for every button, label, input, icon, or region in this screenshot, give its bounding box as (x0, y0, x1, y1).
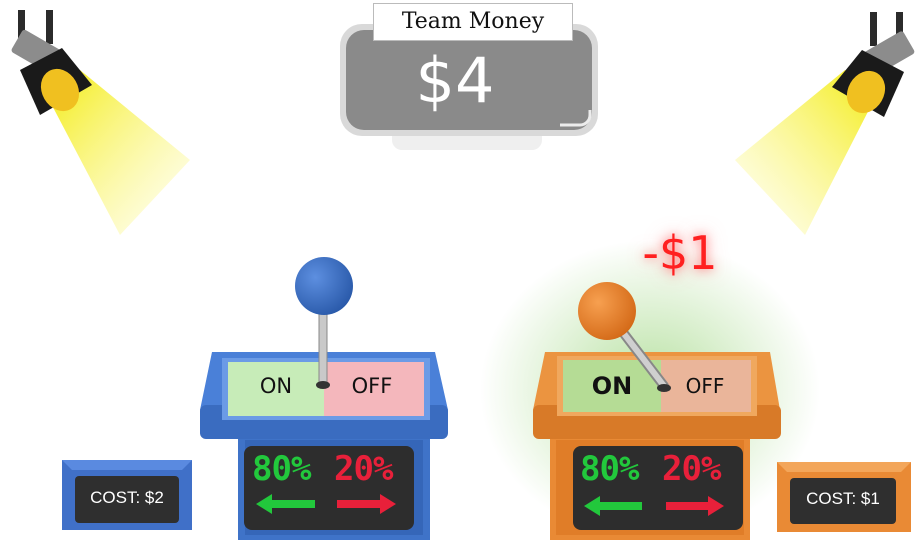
penalty-popup: -$1 (642, 226, 718, 280)
orange-right-percent: 20% (662, 449, 721, 489)
lever-knob-icon[interactable] (578, 282, 636, 340)
blue-off-plate (324, 362, 424, 416)
spotlight-left-icon (11, 10, 190, 235)
arrow-right-icon (666, 496, 724, 516)
lever-knob-icon[interactable] (295, 257, 353, 315)
blue-on-label[interactable]: ON (259, 374, 293, 398)
blue-display (244, 446, 414, 530)
blue-right-percent: 20% (334, 449, 393, 489)
team-money-value: $4 (415, 44, 495, 117)
arrow-left-icon (256, 494, 315, 514)
blue-on-plate (228, 362, 324, 416)
spotlight-right-icon (735, 12, 915, 235)
orange-off-plate (661, 360, 751, 412)
orange-cost-label: COST: $1 (806, 489, 880, 508)
blue-cost-label: COST: $2 (90, 488, 164, 507)
arrow-left-icon (584, 496, 642, 516)
blue-cost-box (62, 460, 192, 530)
team-money-panel (340, 24, 598, 150)
blue-left-percent: 80% (252, 449, 311, 489)
blue-switch[interactable] (200, 257, 448, 540)
arrow-right-icon (337, 494, 396, 514)
orange-on-label[interactable]: ON (591, 372, 633, 400)
team-money-label: Team Money (373, 3, 573, 41)
orange-switch[interactable] (533, 282, 781, 540)
blue-off-label[interactable]: OFF (351, 374, 393, 398)
orange-off-label[interactable]: OFF (685, 374, 725, 398)
orange-left-percent: 80% (580, 449, 639, 489)
orange-cost-box (777, 462, 911, 532)
